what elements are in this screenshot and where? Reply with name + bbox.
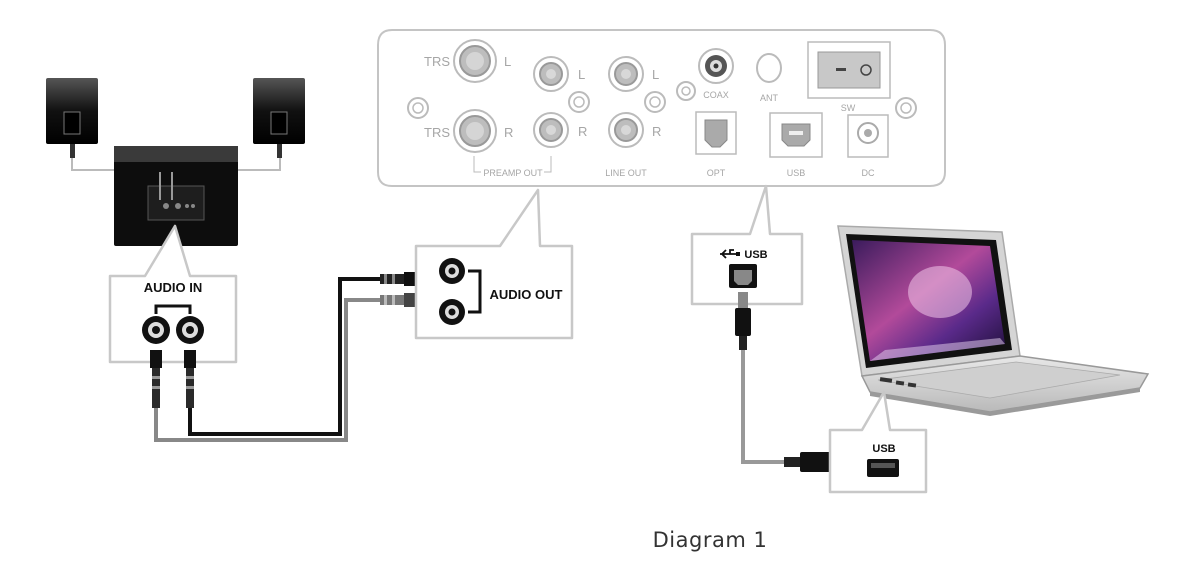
rca-cable-gray xyxy=(154,298,392,442)
optical-port xyxy=(695,111,737,155)
ant-label: ANT xyxy=(760,93,779,103)
audio-in-callout: AUDIO IN xyxy=(108,224,238,364)
trs-r-label: TRS xyxy=(424,125,450,140)
usb-cable xyxy=(741,350,786,464)
line-out-label: LINE OUT xyxy=(605,168,647,178)
rear-panel: TRS L TRS R L R PREAMP OUT xyxy=(377,29,946,187)
coax-jack xyxy=(698,48,734,84)
dc-jack xyxy=(847,114,889,158)
usb-b-port xyxy=(769,112,823,158)
preamp-left-rca xyxy=(533,56,569,92)
preamp-r-label: R xyxy=(578,124,587,139)
antenna-port xyxy=(756,53,782,83)
diagram-caption: Diagram 1 xyxy=(652,528,768,552)
dc-label: DC xyxy=(862,168,875,178)
usb-laptop-callout: USB xyxy=(828,390,928,494)
rca-plug-right xyxy=(184,350,196,408)
left-speaker xyxy=(46,78,98,158)
audio-out-callout: AUDIO OUT xyxy=(414,188,574,340)
trs-l-label: TRS xyxy=(424,54,450,69)
usb-device-callout: USB xyxy=(690,184,804,306)
right-speaker xyxy=(253,78,305,158)
usb-b-socket-icon xyxy=(729,264,757,288)
usb-a-socket-icon xyxy=(867,459,899,477)
preamp-l-label: L xyxy=(578,67,585,82)
usb-b-plug xyxy=(735,292,751,350)
audio-in-label: AUDIO IN xyxy=(144,280,203,295)
power-switch xyxy=(807,41,891,99)
trs-l-channel: L xyxy=(504,54,511,69)
trs-left-jack xyxy=(453,39,497,83)
rca-cable-black xyxy=(188,277,392,436)
usb-device-label: USB xyxy=(744,249,767,261)
audio-out-label: AUDIO OUT xyxy=(490,287,563,302)
line-out-left-rca xyxy=(608,56,644,92)
rca-plug-left xyxy=(150,350,162,408)
usb-laptop-label: USB xyxy=(872,443,895,455)
usb-symbol-icon xyxy=(720,249,740,259)
trs-right-jack xyxy=(453,109,497,153)
trs-r-channel: R xyxy=(504,125,513,140)
opt-label: OPT xyxy=(707,168,726,178)
line-out-l-label: L xyxy=(652,67,659,82)
preamp-right-rca xyxy=(533,112,569,148)
amplifier xyxy=(114,146,238,246)
line-out-right-rca xyxy=(608,112,644,148)
laptop xyxy=(837,225,1150,416)
preamp-out-label: PREAMP OUT xyxy=(483,168,543,178)
coax-label: COAX xyxy=(703,90,729,100)
line-out-r-label: R xyxy=(652,124,661,139)
usb-label: USB xyxy=(787,168,806,178)
sw-label: SW xyxy=(841,103,856,113)
